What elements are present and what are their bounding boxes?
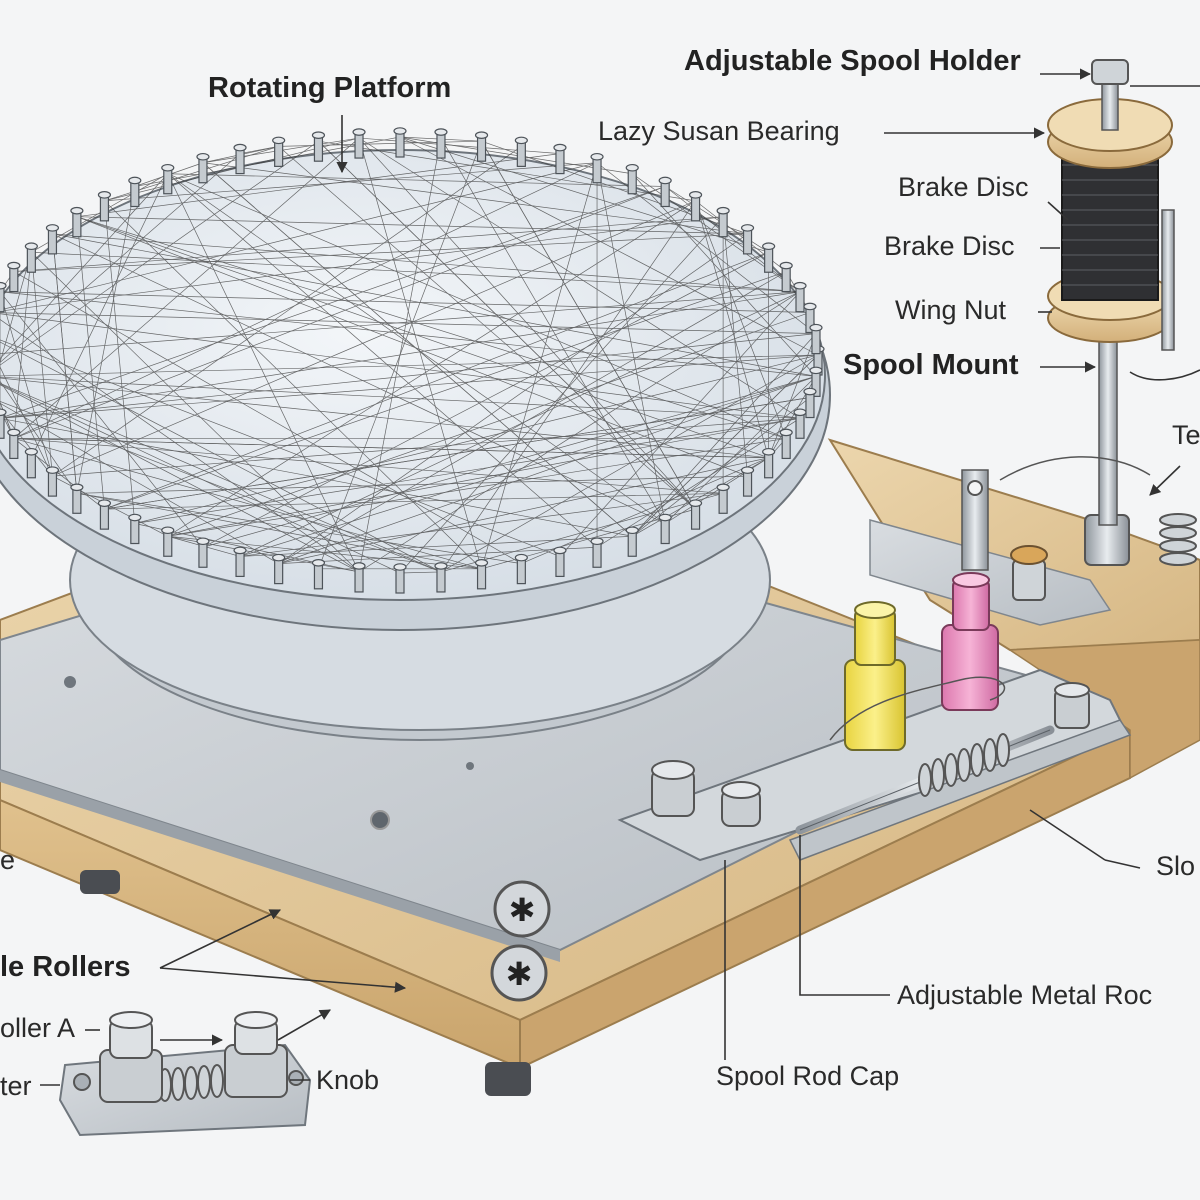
peg: [128, 513, 142, 545]
thread-eyelet: [961, 469, 989, 571]
label-roller-a-partial: oller A: [0, 1013, 76, 1043]
label-lazy-susan-bearing: Lazy Susan Bearing: [598, 116, 840, 146]
peg: [590, 537, 604, 568]
peg: [553, 546, 567, 578]
peg: [272, 553, 286, 585]
brass-knob: [1010, 545, 1048, 601]
label-spool-rod-cap: Spool Rod Cap: [716, 1061, 900, 1091]
label-e-partial: e: [0, 845, 16, 875]
tensioner-assembly: [617, 572, 1132, 862]
peg: [803, 302, 817, 334]
peg: [762, 242, 776, 273]
peg: [233, 546, 247, 578]
screw-upper: ✱: [493, 880, 551, 938]
label-adjustable-metal-rod: Adjustable Metal Roc: [897, 980, 1153, 1010]
peg: [97, 191, 112, 222]
svg-text:✱: ✱: [506, 955, 533, 993]
peg: [70, 206, 84, 238]
peg: [625, 526, 639, 557]
label-wing-nut: Wing Nut: [895, 295, 1007, 325]
peg: [658, 513, 672, 545]
peg: [45, 224, 60, 255]
peg: [793, 408, 807, 439]
peg: [7, 428, 21, 460]
label-knob: Knob: [316, 1065, 380, 1095]
peg: [434, 562, 448, 593]
tension-spring: [918, 733, 1010, 797]
peg: [688, 499, 703, 530]
label-brake-disc-upper: Brake Disc: [898, 172, 1029, 202]
spool-holder: [999, 59, 1197, 566]
peg: [514, 553, 528, 585]
thread-pattern: [0, 136, 819, 574]
peg: [161, 526, 175, 557]
label-adjustable-spool-holder: Adjustable Spool Holder: [684, 45, 1021, 77]
peg: [474, 131, 489, 162]
peg: [553, 143, 567, 175]
peg: [311, 131, 326, 162]
peg: [196, 537, 210, 568]
peg: [793, 281, 807, 313]
peg: [233, 143, 247, 175]
guide-roller-inset: [58, 1011, 312, 1137]
peg: [272, 136, 286, 167]
peg: [779, 261, 793, 293]
peg-ring: [0, 127, 825, 594]
pink-tension-pin: [941, 572, 999, 711]
peg: [688, 191, 703, 222]
peg: [716, 206, 730, 238]
label-slo-partial: Slo: [1156, 851, 1196, 881]
peg: [625, 163, 639, 195]
peg: [0, 408, 7, 439]
peg: [311, 559, 326, 590]
label-te-partial: Te: [1172, 420, 1200, 450]
label-guide-rollers-partial: le Rollers: [0, 951, 131, 983]
peg: [0, 281, 7, 313]
peg: [474, 559, 489, 590]
peg: [97, 499, 112, 530]
peg: [803, 387, 817, 419]
peg: [779, 428, 793, 460]
peg: [658, 176, 672, 208]
peg: [196, 152, 210, 184]
peg: [716, 483, 730, 514]
peg: [7, 261, 21, 293]
yellow-tension-pin: [844, 601, 906, 751]
peg: [161, 163, 175, 195]
label-ter-partial: ter: [0, 1071, 32, 1101]
svg-text:✱: ✱: [509, 891, 536, 929]
peg: [128, 176, 142, 208]
peg: [70, 483, 84, 514]
peg: [514, 136, 528, 167]
peg: [809, 323, 823, 355]
label-spool-mount: Spool Mount: [843, 349, 1019, 381]
rotating-platform: [0, 127, 831, 741]
label-brake-disc-lower: Brake Disc: [884, 231, 1015, 261]
peg: [24, 447, 38, 479]
peg: [24, 242, 38, 273]
screw-lower: ✱: [490, 944, 548, 1002]
leader-lines: [40, 68, 1200, 1086]
peg: [590, 152, 604, 184]
peg: [393, 563, 407, 594]
peg: [740, 466, 755, 497]
peg: [352, 128, 366, 159]
peg: [45, 466, 60, 497]
label-rotating-platform: Rotating Platform: [208, 72, 452, 104]
peg: [809, 366, 823, 397]
peg: [762, 447, 776, 479]
peg: [740, 224, 755, 255]
peg: [352, 562, 366, 593]
peg: [434, 128, 448, 159]
peg: [393, 127, 407, 158]
